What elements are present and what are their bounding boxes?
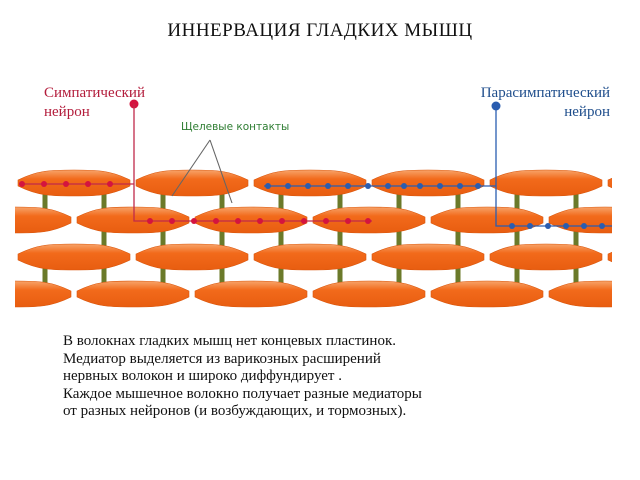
parasympathetic-varicosity <box>401 183 407 189</box>
gap-pointer-left <box>171 139 211 197</box>
sympathetic-varicosity <box>147 218 153 224</box>
sympathetic-label-line-1: Симпатический <box>44 85 145 101</box>
parasympathetic-label-line-2: нейрон <box>564 104 610 120</box>
gap-junction-pointers <box>171 139 233 204</box>
muscle-cell <box>430 206 544 234</box>
muscle-cell <box>76 280 190 308</box>
parasympathetic-varicosity <box>437 183 443 189</box>
sympathetic-varicosity <box>63 181 69 187</box>
description-line-3: нервных волокон и широко диффундирует . <box>63 368 342 384</box>
edge-mask-left <box>0 160 15 320</box>
muscle-cells <box>0 160 640 320</box>
parasympathetic-neuron-label: Парасимпатический нейрон <box>481 84 610 122</box>
parasympathetic-varicosity <box>563 223 569 229</box>
parasympathetic-varicosity <box>305 183 311 189</box>
gap-junctions-label: Щелевые контакты <box>181 121 290 133</box>
sympathetic-varicosity <box>257 218 263 224</box>
parasympathetic-fiber <box>495 106 612 227</box>
parasympathetic-varicosity <box>581 223 587 229</box>
description-line-1: В волокнах гладких мышц нет концевых пла… <box>63 333 396 349</box>
muscle-cell <box>135 169 249 197</box>
parasympathetic-varicosity <box>265 183 271 189</box>
parasympathetic-varicosity <box>545 223 551 229</box>
parasympathetic-varicosity <box>365 183 371 189</box>
muscle-cell <box>0 280 72 308</box>
muscle-cell <box>76 206 190 234</box>
muscle-cell <box>371 169 485 197</box>
sympathetic-varicosity <box>19 181 25 187</box>
muscle-cell <box>253 243 367 271</box>
sympathetic-varicosity <box>279 218 285 224</box>
muscle-cell <box>17 243 131 271</box>
muscle-cell <box>194 280 308 308</box>
parasympathetic-varicosity <box>417 183 423 189</box>
muscle-cell <box>253 169 367 197</box>
edge-mask-right <box>612 160 640 320</box>
sympathetic-varicosity <box>323 218 329 224</box>
nerve-fibers <box>19 99 612 229</box>
muscle-cell <box>312 280 426 308</box>
muscle-cell <box>371 243 485 271</box>
description-line-2: Медиатор выделяется из варикозных расшир… <box>63 350 381 367</box>
parasympathetic-varicosity <box>509 223 515 229</box>
parasympathetic-varicosity <box>385 183 391 189</box>
sympathetic-varicosity <box>235 218 241 224</box>
description-line-5: от разных нейронов (и возбуждающих, и то… <box>63 403 407 419</box>
muscle-cell <box>17 169 131 197</box>
muscle-cell <box>489 169 603 197</box>
sympathetic-varicosity <box>191 218 197 224</box>
description-text: В волокнах гладких мышц нет концевых пла… <box>63 333 483 421</box>
sympathetic-varicosity <box>107 181 113 187</box>
parasympathetic-varicosity <box>285 183 291 189</box>
sympathetic-varicosity <box>41 181 47 187</box>
sympathetic-fiber <box>133 104 372 222</box>
muscle-cell <box>135 243 249 271</box>
muscle-cell <box>430 280 544 308</box>
parasympathetic-varicosity <box>325 183 331 189</box>
sympathetic-varicosity <box>85 181 91 187</box>
sympathetic-varicosity <box>169 218 175 224</box>
sympathetic-varicosity <box>345 218 351 224</box>
page-title: ИННЕРВАЦИЯ ГЛАДКИХ МЫШЦ <box>167 20 473 41</box>
sympathetic-varicosity <box>213 218 219 224</box>
gap-pointer-right <box>209 139 233 204</box>
sympathetic-varicosity <box>365 218 371 224</box>
cell-connectors <box>42 194 579 283</box>
parasympathetic-varicosity <box>345 183 351 189</box>
sympathetic-label-line-2: нейрон <box>44 104 90 120</box>
parasympathetic-varicosity <box>527 223 533 229</box>
description-line-4: Каждое мышечное волокно получает разные … <box>63 385 422 402</box>
parasympathetic-varicosity <box>599 223 605 229</box>
parasympathetic-label-line-1: Парасимпатический <box>480 85 610 101</box>
muscle-cell <box>489 243 603 271</box>
sympathetic-varicosity <box>301 218 307 224</box>
parasympathetic-varicosity <box>457 183 463 189</box>
muscle-cell <box>194 206 308 234</box>
muscle-cell <box>0 206 72 234</box>
parasympathetic-varicosity <box>475 183 481 189</box>
sympathetic-neuron-label: Симпатический нейрон <box>44 84 145 122</box>
